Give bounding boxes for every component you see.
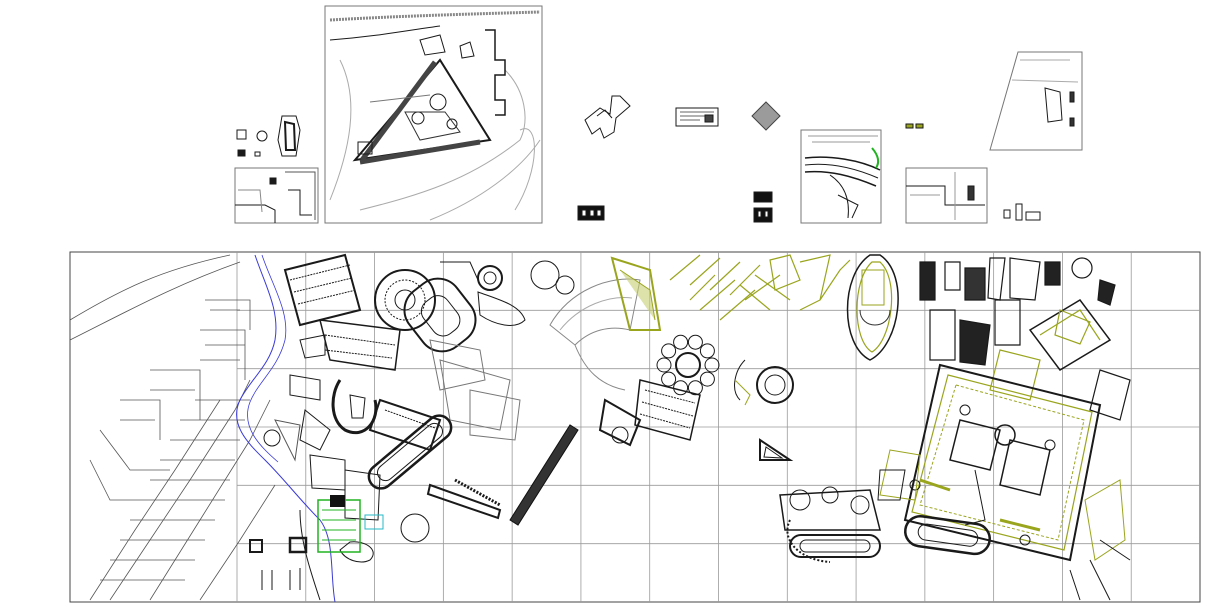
pavilion-circle	[699, 371, 715, 387]
green-park-left	[317, 495, 384, 553]
oval-park	[846, 254, 899, 361]
thumb-building-pair	[753, 191, 773, 223]
pavilion-circle	[673, 334, 689, 350]
thumb-zigzag-building	[584, 95, 631, 139]
thumb-curved-plan	[800, 129, 882, 224]
thumb-right-plan	[905, 167, 988, 224]
radial-vegetation	[669, 254, 851, 321]
thumb-black-block	[577, 205, 605, 221]
pavilion-circle	[656, 357, 672, 373]
thumb-plan-small	[234, 167, 319, 224]
pavilion-circle	[661, 371, 677, 387]
thumb-small-icons	[236, 115, 301, 157]
main-plan	[69, 251, 1201, 603]
river	[236, 254, 336, 603]
thumb-rect-drawing	[675, 107, 719, 127]
bottom-middle-cluster	[779, 469, 991, 563]
right-palace-complex	[879, 363, 1131, 601]
pavilion-circle	[687, 334, 703, 350]
thumb-tiny-symbols	[1003, 203, 1041, 221]
thumb-diamond	[751, 101, 781, 131]
pavilion-circle	[673, 380, 689, 396]
pavilion-circle	[704, 357, 720, 373]
thumb-site-plan-large	[324, 5, 543, 224]
thumb-skewed-plan	[989, 51, 1083, 151]
left-cluster	[249, 253, 579, 601]
pavilion-circle	[661, 343, 677, 359]
pavilion-circle	[687, 380, 703, 396]
middle-cluster	[549, 256, 794, 461]
central-rotunda	[675, 352, 701, 378]
dense-urban-right	[919, 257, 1131, 421]
pavilion-circle	[699, 343, 715, 359]
thumb-yellow-mark	[905, 123, 924, 129]
street-grid-left	[69, 254, 276, 601]
